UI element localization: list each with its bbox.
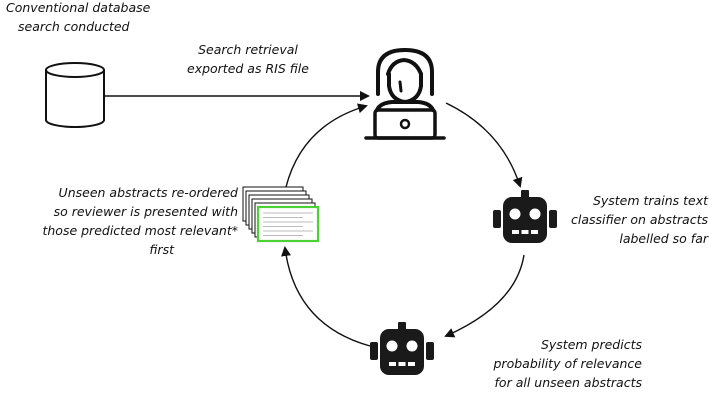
document-stack-icon [242,186,320,243]
arrow-train-to-predict [444,254,525,338]
arrow-reorder-to-reviewer [285,103,368,188]
label-train: System trains text classifier on abstrac… [540,191,708,248]
arrow-predict-to-reorder [281,246,371,347]
label-line: System predicts [540,337,642,352]
label-line: exported as RIS file [187,61,309,76]
robot-icon [493,190,557,243]
label-retrieval: Search retrieval exported as RIS file [168,40,328,78]
label-database: Conventional database search conducted [6,0,150,36]
label-line: search conducted [18,19,130,34]
robot-icon [370,322,434,375]
label-line: Unseen abstracts re-ordered [58,185,238,200]
label-line: probability of relevance [493,356,643,371]
label-line: System trains text [592,193,708,208]
reviewer-laptop-icon [364,48,446,140]
label-line: for all unseen abstracts [494,375,642,390]
label-reorder: Unseen abstracts re-ordered so reviewer … [6,183,238,259]
label-line: first [149,242,174,257]
arrow-reviewer-to-train [445,102,523,188]
label-line: those predicted most relevant* [42,223,238,238]
label-line: classifier on abstracts [570,212,708,227]
label-line: labelled so far [619,231,708,246]
label-line: so reviewer is presented with [53,204,238,219]
database-icon [45,62,105,128]
abstract-page [256,205,320,243]
label-line: Conventional database [6,0,151,15]
label-predict: System predicts probability of relevance… [450,335,643,392]
label-line: Search retrieval [198,42,298,57]
